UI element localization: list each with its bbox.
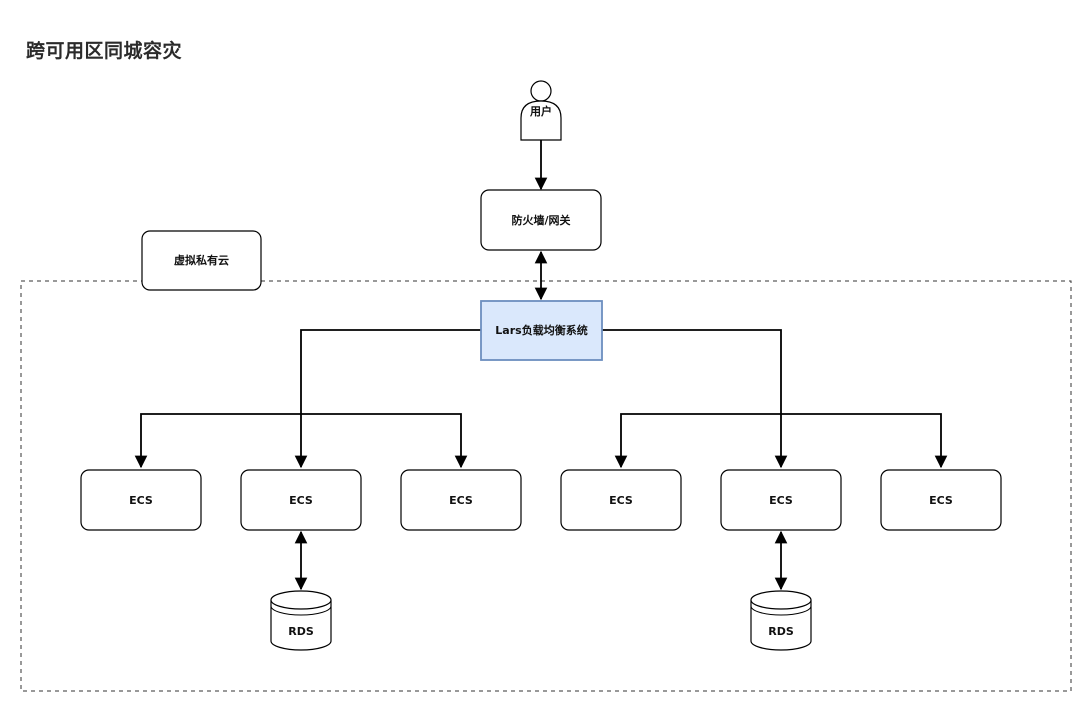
ecs-label: ECS (449, 494, 473, 507)
load-balancer-label: Lars负载均衡系统 (495, 323, 587, 337)
user-label: 用户 (530, 104, 552, 118)
ecs-label: ECS (929, 494, 953, 507)
ecs-label: ECS (129, 494, 153, 507)
ecs-node[interactable]: ECS (400, 469, 522, 531)
page-title: 跨可用区同城容灾 (26, 40, 183, 62)
database-icon-top (750, 590, 812, 610)
ecs-label: ECS (769, 494, 793, 507)
user-head-icon (530, 80, 552, 102)
ecs-node[interactable]: ECS (560, 469, 682, 531)
ecs-label: ECS (289, 494, 313, 507)
edge-lb-right (602, 329, 788, 469)
user-body-icon (520, 100, 562, 141)
rds-node[interactable]: RDS (750, 590, 812, 651)
vpc-label: 虚拟私有云 (174, 253, 229, 267)
vpc-label-box[interactable]: 虚拟私有云 (141, 230, 262, 291)
database-icon-top (270, 590, 332, 610)
gateway-label: 防火墙/网关 (511, 213, 570, 227)
connectors (134, 140, 948, 591)
edge-right-branch-1 (614, 413, 781, 469)
ecs-node[interactable]: ECS (80, 469, 202, 531)
edge-left-branch-1 (134, 413, 301, 469)
rds-label: RDS (288, 625, 314, 638)
vpc-boundary (20, 280, 1072, 692)
ecs-label: ECS (609, 494, 633, 507)
ecs-node[interactable]: ECS (240, 469, 362, 531)
database-icon (270, 600, 332, 651)
gateway-node[interactable]: 防火墙/网关 (480, 189, 602, 251)
load-balancer-node[interactable]: Lars负载均衡系统 (480, 300, 603, 361)
rds-node[interactable]: RDS (270, 590, 332, 651)
user-actor[interactable]: 用户 (520, 80, 562, 141)
edge-lb-left (294, 329, 481, 469)
rds-label: RDS (768, 625, 794, 638)
edge-left-branch-3 (301, 413, 468, 469)
ecs-node[interactable]: ECS (720, 469, 842, 531)
ecs-node[interactable]: ECS (880, 469, 1002, 531)
database-icon (750, 600, 812, 651)
edge-right-branch-3 (781, 413, 948, 469)
